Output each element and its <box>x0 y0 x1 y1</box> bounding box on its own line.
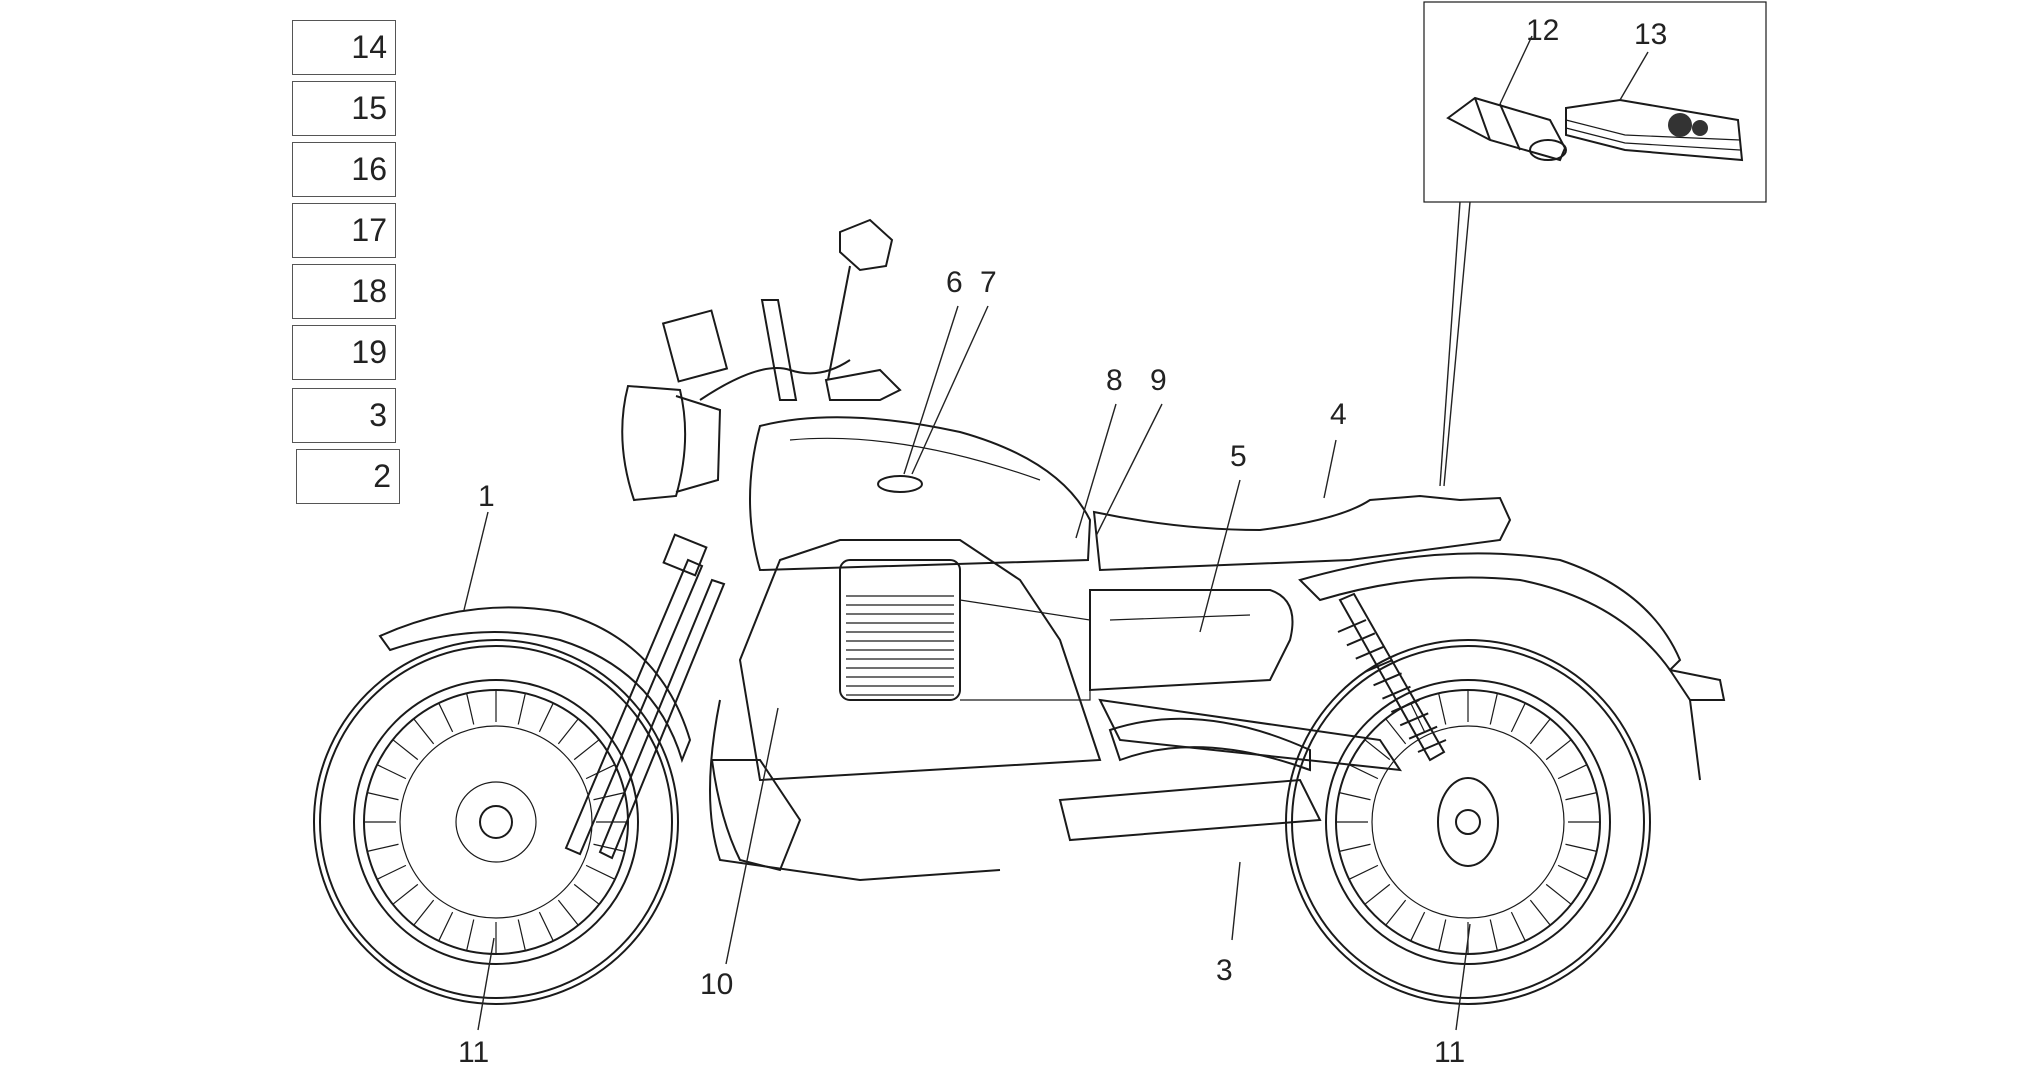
callout-11-front: 11 <box>458 1036 489 1065</box>
callout-9: 9 <box>1150 364 1167 397</box>
callout-1: 1 <box>478 480 495 513</box>
callout-8: 8 <box>1106 364 1123 397</box>
tool-pouch-icon <box>1446 96 1567 162</box>
callouts: 1 3 4 5 6 7 8 9 10 11 11 12 13 <box>458 14 1667 1065</box>
motorcycle-drawing <box>313 218 1726 1005</box>
callout-10: 10 <box>700 968 733 1001</box>
owner-manual-icon <box>1565 98 1744 162</box>
legend-box-17: 17 <box>292 203 396 258</box>
callout-13: 13 <box>1634 18 1667 51</box>
legend-box-19: 19 <box>292 325 396 380</box>
rear-wheel <box>1285 639 1651 1005</box>
legend-box-2: 2 <box>296 449 400 504</box>
callout-11-rear: 11 <box>1434 1036 1465 1065</box>
legend-box-16: 16 <box>292 142 396 197</box>
callout-5: 5 <box>1230 440 1247 473</box>
legend-box-3: 3 <box>292 388 396 443</box>
callout-6: 6 <box>946 266 963 299</box>
accessory-inset <box>1423 1 1767 487</box>
callout-4: 4 <box>1330 398 1347 431</box>
front-wheel <box>313 639 679 1005</box>
legend-box-14: 14 <box>292 20 396 75</box>
legend-box-18: 18 <box>292 264 396 319</box>
callout-12: 12 <box>1526 14 1559 47</box>
callout-7: 7 <box>980 266 997 299</box>
callout-3-exhaust: 3 <box>1216 954 1233 987</box>
callout-leaders <box>463 35 1649 1031</box>
legend-box-15: 15 <box>292 81 396 136</box>
